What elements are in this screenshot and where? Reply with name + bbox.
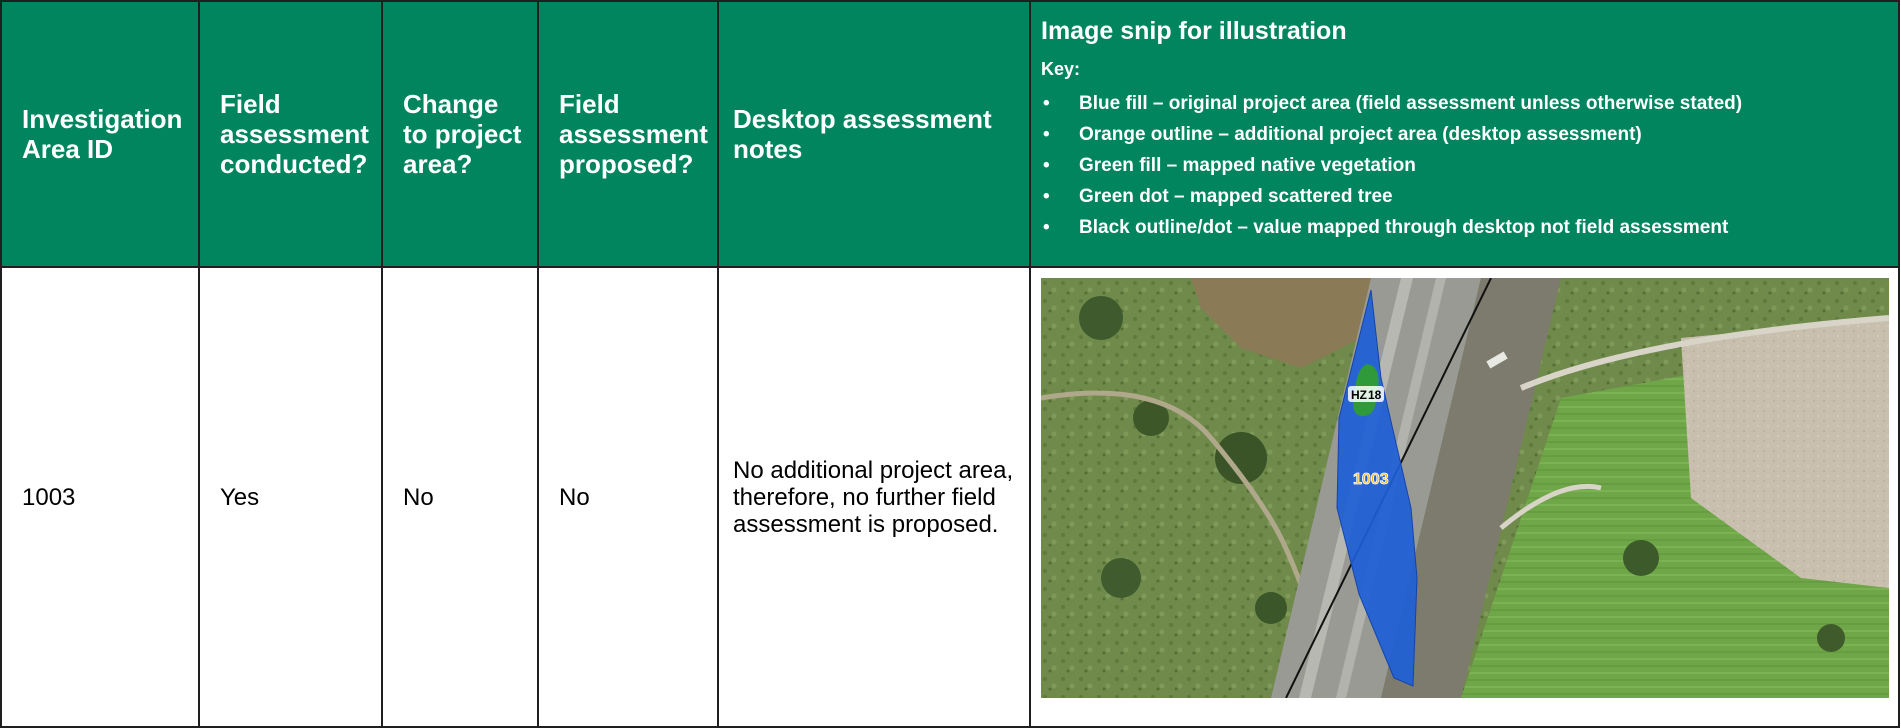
cell-field-assessment-proposed: No (537, 266, 719, 728)
tree-clump (1101, 558, 1141, 598)
cell-desktop-assessment-notes: No additional project area, therefore, n… (717, 266, 1031, 728)
zone-number: 18 (1368, 388, 1382, 402)
cell-change-to-project-area: No (381, 266, 539, 728)
zone-label-box (1348, 386, 1384, 402)
bullet-icon: • (1043, 186, 1050, 207)
bullet-icon: • (1043, 93, 1050, 114)
bullet-icon: • (1043, 155, 1050, 176)
key-label: Key: (1041, 59, 1081, 79)
bare-ground (1681, 318, 1889, 588)
access-road (1519, 315, 1889, 391)
tree-clump (1215, 432, 1267, 484)
rail-corridor (1381, 278, 1561, 698)
aerial-map-image: HZ 18 1003 (1041, 278, 1889, 698)
key-item-black-outline: • Black outline/dot – value mapped throug… (1041, 212, 1886, 243)
tree-clump (1079, 296, 1123, 340)
bullet-icon: • (1043, 217, 1050, 238)
key-item-text: Green dot – mapped scattered tree (1079, 186, 1393, 207)
header-change-to-project-area: Change to project area? (381, 0, 539, 268)
key-item-blue-fill: • Blue fill – original project area (fiel… (1041, 88, 1886, 119)
bullet-icon: • (1043, 124, 1050, 145)
header-field-assessment-conducted: Field assessment conducted? (198, 0, 383, 268)
access-road (1499, 483, 1602, 530)
key-item-green-fill: • Green fill – mapped native vegetation (1041, 150, 1886, 181)
tree-clump (1255, 592, 1287, 624)
header-image-snip: Image snip for illustration Key: • Blue f… (1029, 0, 1900, 268)
key-item-green-dot: • Green dot – mapped scattered tree (1041, 181, 1886, 212)
header-investigation-area-id: Investigation Area ID (0, 0, 200, 268)
key-item-text: Black outline/dot – value mapped through… (1079, 217, 1729, 238)
water-area (1191, 278, 1371, 368)
cell-image-snip: HZ 18 1003 (1029, 266, 1900, 728)
cell-investigation-area-id: 1003 (0, 266, 200, 728)
image-snip-title: Image snip for illustration (1041, 17, 1347, 45)
header-row: Investigation Area ID Field assessment c… (0, 0, 1900, 268)
key-item-text: Orange outline – additional project area… (1079, 124, 1642, 145)
area-label: 1003 (1353, 471, 1389, 488)
key-item-orange-outline: • Orange outline – additional project are… (1041, 119, 1886, 150)
tree-clump (1817, 624, 1845, 652)
key-item-text: Green fill – mapped native vegetation (1079, 155, 1416, 176)
header-field-assessment-proposed: Field assessment proposed? (537, 0, 719, 268)
zone-label: HZ (1351, 388, 1367, 402)
key-item-text: Blue fill – original project area (field… (1079, 93, 1743, 114)
key-list: • Blue fill – original project area (fiel… (1041, 88, 1886, 243)
tree-clump (1623, 540, 1659, 576)
tree-clump (1133, 400, 1169, 436)
header-desktop-assessment-notes: Desktop assessment notes (717, 0, 1031, 268)
cell-field-assessment-conducted: Yes (198, 266, 383, 728)
structure (1486, 351, 1508, 369)
table-row: 1003 Yes No No No additional project are… (0, 266, 1900, 728)
